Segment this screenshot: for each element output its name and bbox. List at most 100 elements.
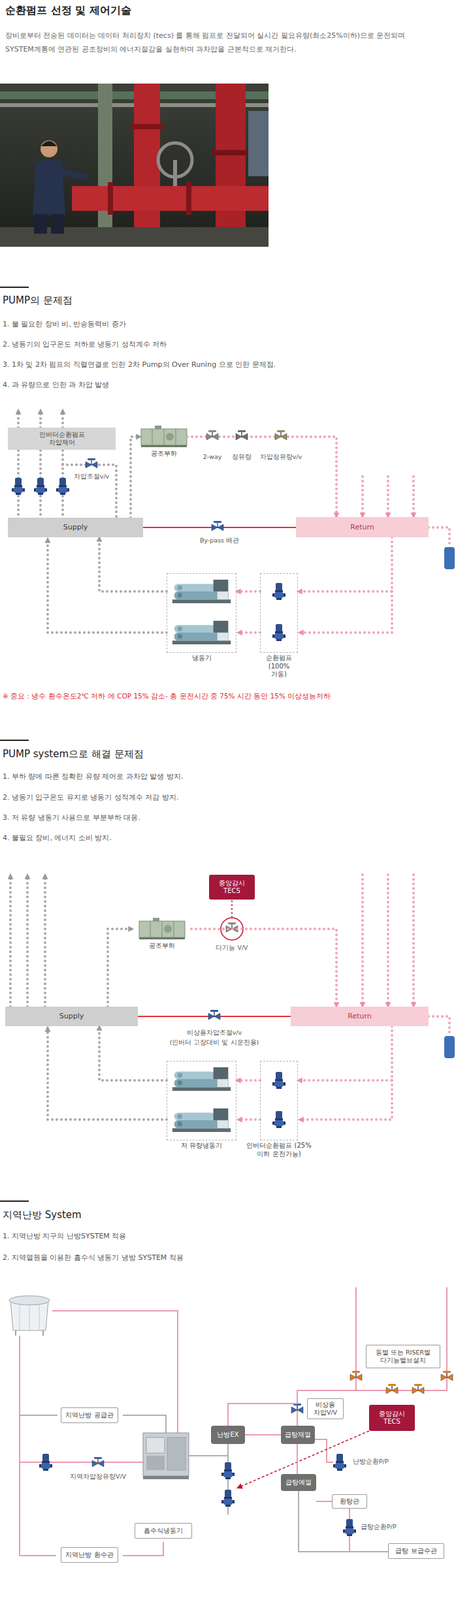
svg-use <box>39 1454 53 1472</box>
caption-text: 공조부하 <box>150 450 178 459</box>
node-text: 흡수식냉동기 <box>143 1528 183 1536</box>
section-rules <box>0 286 29 1203</box>
pipe-label: By-pass 배관 <box>198 537 241 545</box>
list-item: 1. 부하 량에 따른 정확한 유량 제어로 과차압 발생 방지. <box>2 772 183 782</box>
node-text: Return <box>347 1012 372 1022</box>
node-text: Supply <box>63 523 89 533</box>
svg-use <box>85 458 98 469</box>
ahu-unit: 공조부하 <box>140 425 188 449</box>
svg-path <box>361 476 364 518</box>
svg-use <box>235 430 248 441</box>
svg-rect <box>444 1036 455 1059</box>
svg-use <box>386 1384 398 1395</box>
svg-rect <box>215 83 246 247</box>
list-item: 4. 불필요 장비, 에너지 소비 방지. <box>2 834 112 844</box>
svg-path <box>428 1017 450 1036</box>
svg-path <box>52 1311 178 1434</box>
svg-use <box>172 621 231 645</box>
pump-label: 난방순환P/P <box>352 1458 389 1467</box>
intro-paragraph: 장비로부터 전송된 데이터는 데이터 처리장치 (tecs) 를 통해 펌프로 … <box>5 28 453 57</box>
svg-path <box>62 465 117 519</box>
supply-header: Supply <box>7 518 144 538</box>
svg-path <box>39 410 42 428</box>
node-text: Supply <box>59 1012 85 1022</box>
svg-use <box>172 1109 231 1133</box>
cooling-tower <box>9 1296 50 1337</box>
ahu-unit: 공조부하 <box>132 918 192 941</box>
valve-label: 2-way <box>203 453 223 462</box>
svg-path <box>298 1492 389 1553</box>
svg-rect <box>146 1456 165 1472</box>
svg-use <box>272 1111 286 1129</box>
svg-use <box>141 425 187 448</box>
node-text: 중앙감시 TECS <box>378 1411 406 1428</box>
caption-text: 저 유량냉동기 <box>180 1142 223 1152</box>
svg-rect <box>143 1433 189 1478</box>
svg-line <box>15 1331 17 1337</box>
svg-rect <box>167 1438 186 1472</box>
svg-path <box>237 631 261 635</box>
list-item: 2. 냉동기의 입구온도 저하로 냉동기 성적계수 저하 <box>2 340 167 350</box>
svg-line <box>19 1305 21 1332</box>
heat-exchanger-box: 급탕예열 <box>280 1475 317 1493</box>
svg-use <box>272 583 286 601</box>
svg-use <box>333 1454 347 1472</box>
svg-rect <box>0 1201 29 1203</box>
svg-path <box>19 1415 58 1417</box>
svg-use <box>342 1520 357 1538</box>
list-item: 3. 1차 및 2차 펌프의 직렬연결로 인한 2차 Pump의 Over Ru… <box>2 360 276 370</box>
svg-rect <box>0 83 269 247</box>
svg-line <box>173 160 178 187</box>
svg-path <box>9 875 12 1008</box>
caption-text: 인버터순환펌프 (25%이하 운전가능) <box>243 1142 315 1159</box>
svg-path <box>18 1336 21 1557</box>
node-text: Return <box>350 523 375 533</box>
pipe-tag: 지역난방 환수관 <box>60 1548 119 1564</box>
svg-rect <box>146 1438 165 1455</box>
pipe-connector <box>236 590 261 594</box>
svg-use <box>412 1384 424 1395</box>
svg-use <box>56 478 70 496</box>
node-text: 환탕관 <box>339 1498 360 1507</box>
section-heading: PUMP system으로 해결 문제점 <box>2 748 144 762</box>
svg-path <box>47 538 167 634</box>
pipe-connector <box>191 929 337 1008</box>
pipe-tag: 환탕관 <box>331 1495 368 1510</box>
svg-use <box>206 430 219 441</box>
svg-use <box>226 923 238 933</box>
node-text: 지역난방 공급관 <box>65 1412 114 1421</box>
svg-use <box>92 1458 104 1468</box>
pipe-tag: 지역난방 공급관 <box>60 1408 119 1425</box>
valve-label: 정유량 <box>231 453 252 462</box>
svg-path <box>361 875 364 1008</box>
return-header: Return <box>295 517 429 538</box>
pipe-connector <box>187 437 337 518</box>
pump-group: 순환펌프 (100%가동) <box>260 573 298 654</box>
pipe-tag: 급탕 보급수관 <box>388 1544 445 1561</box>
section-heading: PUMP의 문제점 <box>2 294 73 308</box>
list-item: 4. 과 유량으로 인한 과 차압 발생 <box>2 380 110 391</box>
valve-label: 지역차압정유량V/V <box>69 1473 127 1482</box>
svg-use <box>208 1010 221 1021</box>
chiller-group: 저 유량냉동기 <box>166 1061 237 1142</box>
caption-text: 냉동기 <box>192 654 212 664</box>
list-item: 1. 지역난방 지구의 난방SYSTEM 적용 <box>2 1232 127 1242</box>
valve-label: 다기능 V/V <box>215 944 248 953</box>
svg-rect <box>186 182 192 215</box>
svg-rect <box>0 740 29 742</box>
svg-rect <box>50 214 65 234</box>
svg-path <box>43 875 47 1008</box>
pipe-connector <box>99 1026 167 1082</box>
svg-rect <box>33 214 48 234</box>
caption-text: 공조부하 <box>148 942 176 952</box>
svg-rect <box>0 286 29 289</box>
svg-use <box>221 1463 235 1481</box>
svg-path <box>356 1288 447 1392</box>
svg-ellipse <box>9 1296 50 1306</box>
svg-rect <box>248 111 269 177</box>
pipe-connector <box>296 1445 298 1476</box>
control-box: 인버터순환펌프 차압제어 <box>7 427 116 451</box>
svg-rect <box>212 150 249 156</box>
svg-path <box>316 1501 332 1504</box>
svg-path <box>237 1119 261 1122</box>
